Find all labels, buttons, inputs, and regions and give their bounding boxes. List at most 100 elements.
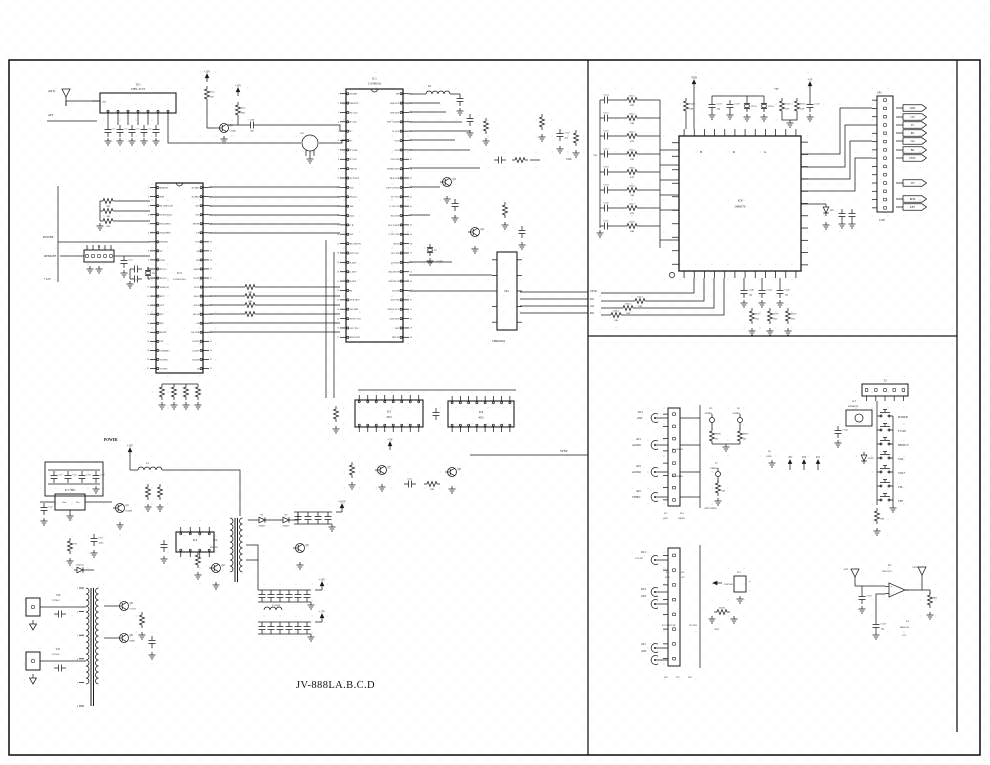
svg-text:R115: R115 [629, 167, 635, 170]
svg-text:L3 10uH: L3 10uH [272, 605, 281, 607]
svg-text:R117: R117 [629, 203, 635, 206]
label-l3-10uh: L3 10uH [272, 605, 281, 607]
capacitor-c17: C17 [50, 471, 63, 483]
capacitor [148, 636, 156, 648]
capacitor-c146: C146 [834, 426, 848, 438]
svg-text:T1: T1 [97, 246, 101, 249]
label-ic1-7805: IC1 7805 [65, 489, 76, 492]
chassis-ground-symbol [28, 620, 38, 631]
resistor [348, 462, 356, 478]
svg-text:IC6: IC6 [479, 410, 484, 414]
svg-text:+3V: +3V [774, 88, 779, 91]
svg-text:6: 6 [338, 140, 339, 142]
ground-symbol [556, 146, 564, 154]
svg-text:P19: P19 [737, 572, 741, 574]
svg-text:31: 31 [210, 287, 212, 289]
label-gnd: GND [663, 518, 668, 520]
ground-symbol [889, 505, 897, 513]
ground-symbol [104, 138, 112, 146]
svg-text:C2B: C2B [250, 119, 255, 122]
svg-text:C2: C2 [125, 128, 129, 131]
svg-text:AFT: AFT [48, 113, 54, 117]
svg-text:34: 34 [410, 281, 412, 283]
rca-jack [650, 492, 668, 502]
svg-text:45: 45 [410, 178, 412, 180]
crystal-xta2: XTA2 [761, 100, 775, 112]
svg-text:14: 14 [337, 215, 339, 217]
svg-text:D2: D2 [285, 514, 289, 517]
svg-text:47K: 47K [630, 212, 635, 215]
capacitor [466, 114, 474, 126]
svg-text:AFT: AFT [160, 304, 165, 307]
capacitor [160, 540, 168, 552]
svg-text:36: 36 [410, 262, 412, 264]
capacitor [451, 199, 459, 211]
ground-symbol [466, 130, 474, 138]
label-vol: VOL+ [898, 472, 906, 475]
label-12v: 12V [681, 577, 685, 579]
svg-text:PR06: PR06 [715, 433, 721, 436]
wire [636, 278, 715, 309]
svg-text:GND: GND [665, 577, 670, 579]
net-flag-sync: SYNC [896, 154, 928, 162]
svg-text:DF2: DF2 [160, 322, 165, 325]
ground-symbol [572, 150, 580, 158]
label-4-43m: 4.43M [436, 260, 443, 263]
ground-symbol [92, 486, 100, 494]
push-switch [877, 465, 893, 474]
svg-text:40: 40 [410, 225, 412, 227]
svg-text:AV2: AV2 [195, 205, 200, 208]
svg-text:46: 46 [410, 168, 412, 170]
resistor [170, 384, 178, 400]
svg-text:R/D: R/D [196, 241, 200, 244]
svg-text:IF VCC: IF VCC [350, 158, 358, 161]
svg-text:POWER: POWER [160, 241, 169, 244]
svg-text:10K: 10K [630, 230, 635, 233]
svg-text:4: 4 [77, 659, 78, 661]
svg-text:16: 16 [147, 323, 149, 325]
svg-text:AUDIO: AUDIO [704, 412, 712, 415]
svg-text:CLK OUT: CLK OUT [389, 317, 400, 320]
svg-text:LED1: LED1 [868, 457, 875, 460]
svg-text:26: 26 [337, 328, 339, 330]
svg-text:AFT OUT: AFT OUT [350, 177, 360, 180]
resistor [482, 118, 490, 134]
label-vout: Vout [62, 502, 67, 504]
svg-text:SDAO: SDAO [193, 313, 200, 316]
svg-text:ABL: ABL [350, 214, 355, 217]
label-gnd: GND [665, 577, 670, 579]
capacitor-bank [294, 511, 336, 532]
svg-text:P9: P9 [789, 456, 792, 459]
label-p23-vo2: P23 VO2 [689, 625, 697, 627]
ground-symbol [128, 138, 136, 146]
svg-text:C129: C129 [735, 103, 741, 106]
label-upc1677: UPC1677 [882, 570, 893, 573]
svg-text:3: 3 [77, 635, 78, 637]
wire [65, 100, 100, 106]
svg-text:+5V: +5V [808, 79, 813, 82]
svg-text:6: 6 [77, 706, 78, 708]
svg-text:IC1: IC1 [372, 77, 377, 81]
svg-text:AV1: AV1 [636, 438, 642, 441]
svg-text:KLAMP CLK: KLAMP CLK [160, 205, 174, 208]
svg-text:C120: C120 [881, 623, 887, 626]
svg-text:VOL+: VOL+ [898, 472, 906, 475]
label-go: GO [590, 305, 594, 308]
svg-text:D882: D882 [130, 640, 136, 643]
svg-text:-: - [749, 588, 750, 592]
svg-text:16: 16 [337, 234, 339, 236]
label-dc1: DC1 [638, 411, 644, 414]
svg-text:R: R [733, 150, 736, 154]
svg-text:2: 2 [77, 612, 78, 614]
ground-symbol [220, 136, 228, 144]
label-video: VIDEO [678, 518, 685, 520]
svg-text:VCO FIL: VCO FIL [390, 158, 400, 161]
svg-text:4: 4 [148, 214, 149, 216]
